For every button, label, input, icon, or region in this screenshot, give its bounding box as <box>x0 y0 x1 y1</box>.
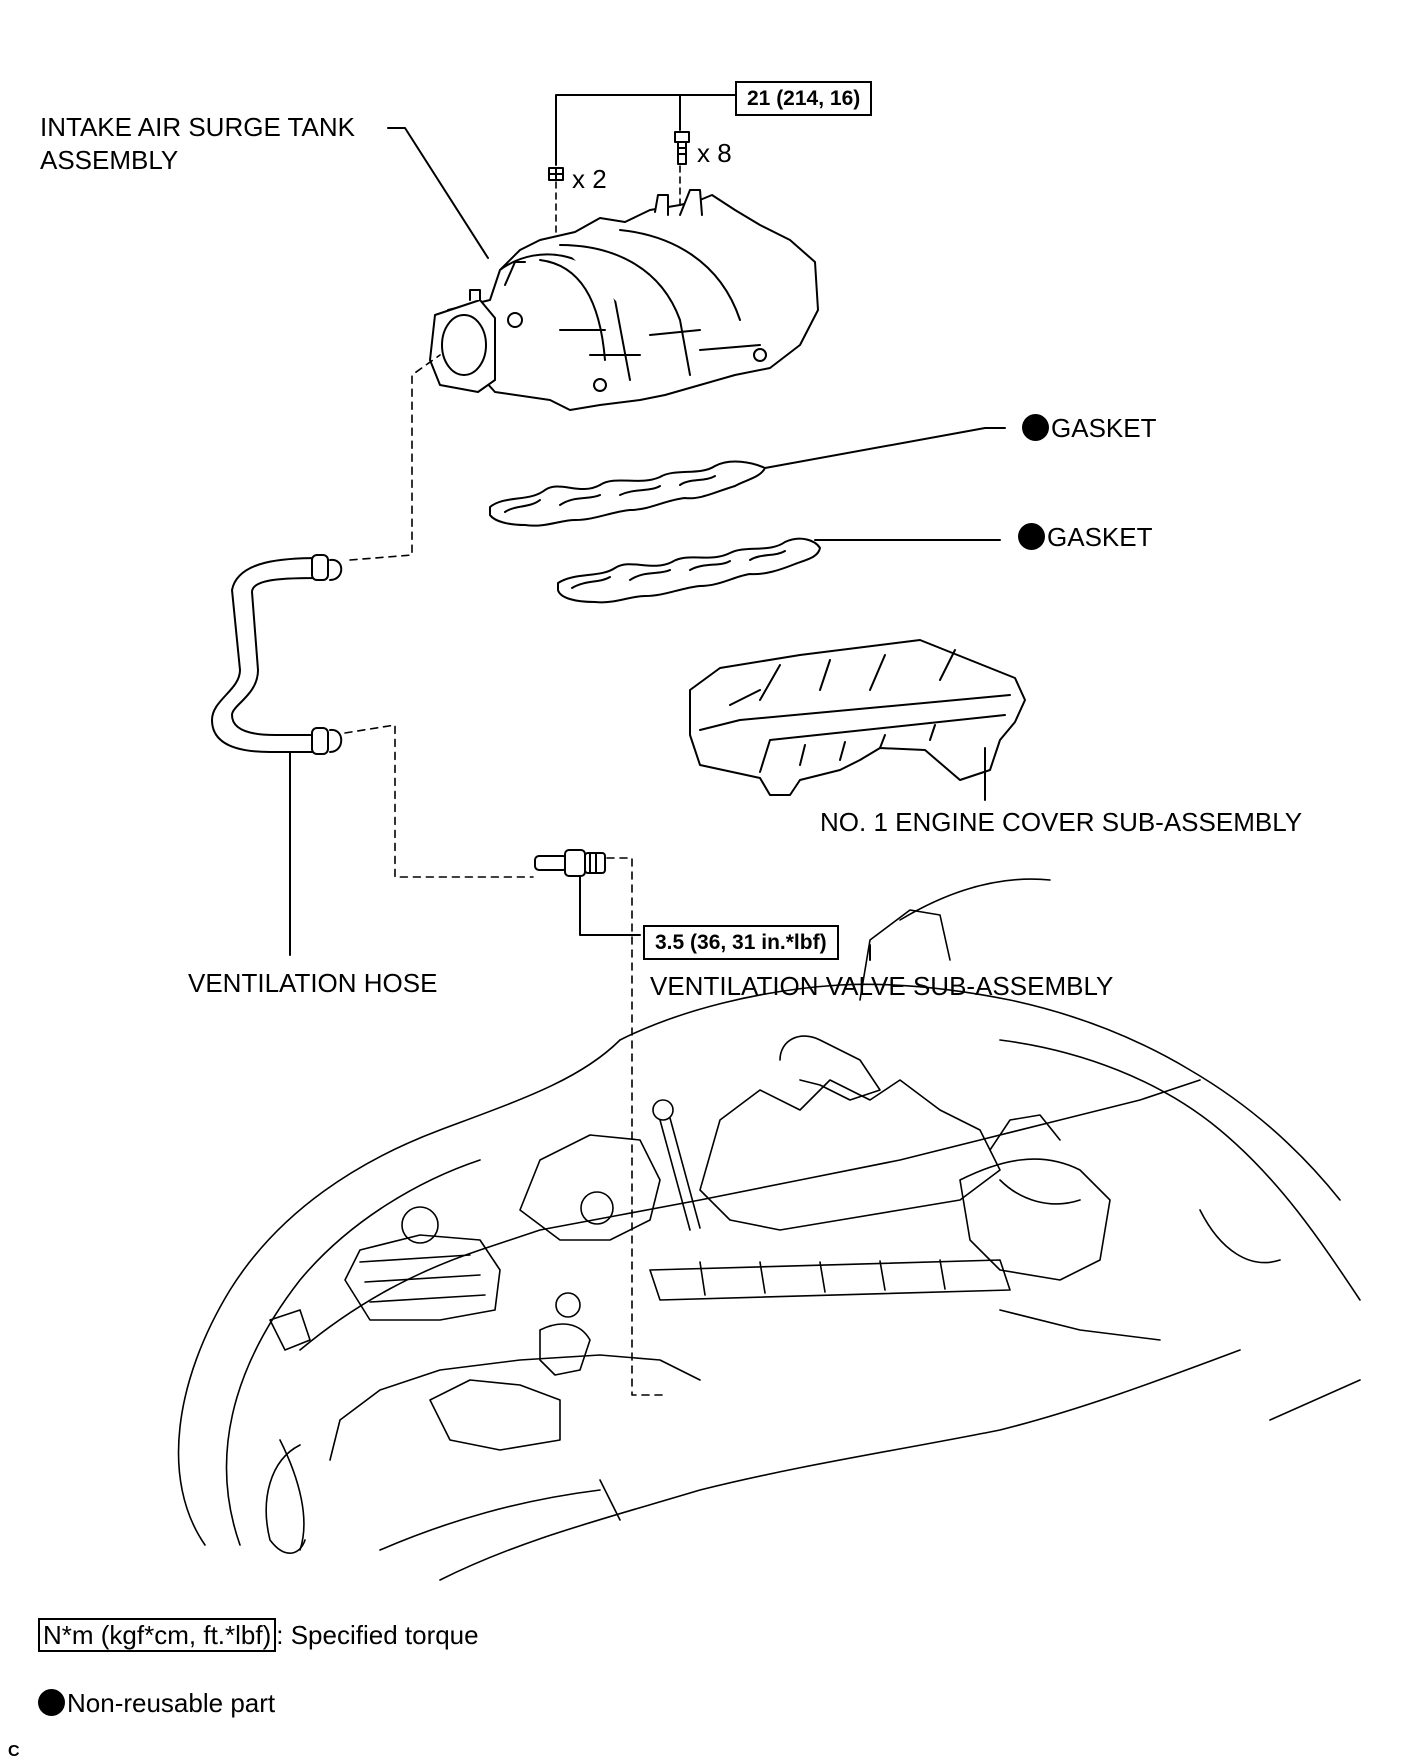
intake-air-surge-tank <box>429 189 819 411</box>
label-gasket-lower: GASKET <box>1018 521 1152 554</box>
nut-icon <box>548 167 564 181</box>
legend-non-reusable-desc: Non-reusable part <box>67 1688 276 1718</box>
ventilation-valve-torque-leader <box>579 875 641 936</box>
label-intake-air-surge-tank-line2: ASSEMBLY <box>40 144 179 175</box>
gasket-upper-leader <box>764 427 1006 469</box>
label-gasket-upper: GASKET <box>1022 412 1156 445</box>
label-engine-cover: NO. 1 ENGINE COVER SUB-ASSEMBLY <box>820 807 1303 837</box>
qty-nuts: x 2 <box>572 164 607 194</box>
no1-engine-cover <box>689 639 1026 796</box>
torque-box-ventilation-valve: 3.5 (36, 31 in.*lbf) <box>643 925 839 961</box>
label-ventilation-hose: VENTILATION HOSE <box>188 968 438 998</box>
surge-tank-torque-leaders <box>555 94 736 166</box>
non-reusable-dot-icon <box>1018 523 1045 550</box>
qty-bolts: x 8 <box>697 138 732 168</box>
connection-guide-lines <box>344 354 666 1396</box>
ventilation-valve <box>534 849 606 877</box>
ventilation-hose <box>211 554 343 755</box>
legend-torque-desc: : Specified torque <box>276 1620 479 1650</box>
label-intake-air-surge-tank-line1: INTAKE AIR SURGE TANK <box>40 112 355 142</box>
legend-torque-unit-box: N*m (kgf*cm, ft.*lbf) <box>38 1618 277 1652</box>
surge-tank-leader <box>387 127 489 259</box>
corner-mark: C <box>8 1743 20 1760</box>
legend-specified-torque: N*m (kgf*cm, ft.*lbf): Specified torque <box>38 1618 479 1652</box>
gasket-lower <box>557 537 821 604</box>
non-reusable-dot-icon <box>1022 414 1049 441</box>
vehicle-engine-bay <box>177 878 1361 1581</box>
label-gasket-lower-text: GASKET <box>1047 522 1153 552</box>
non-reusable-dot-icon <box>38 1689 65 1716</box>
label-gasket-upper-text: GASKET <box>1051 413 1157 443</box>
label-ventilation-valve: VENTILATION VALVE SUB-ASSEMBLY <box>650 971 1114 1001</box>
legend-non-reusable: Non-reusable part <box>38 1688 275 1719</box>
label-intake-air-surge-tank: INTAKE AIR SURGE TANK ASSEMBLY <box>40 111 355 176</box>
gasket-upper <box>489 460 766 527</box>
torque-box-surge-tank: 21 (214, 16) <box>735 81 873 117</box>
bolt-icon <box>674 131 690 165</box>
